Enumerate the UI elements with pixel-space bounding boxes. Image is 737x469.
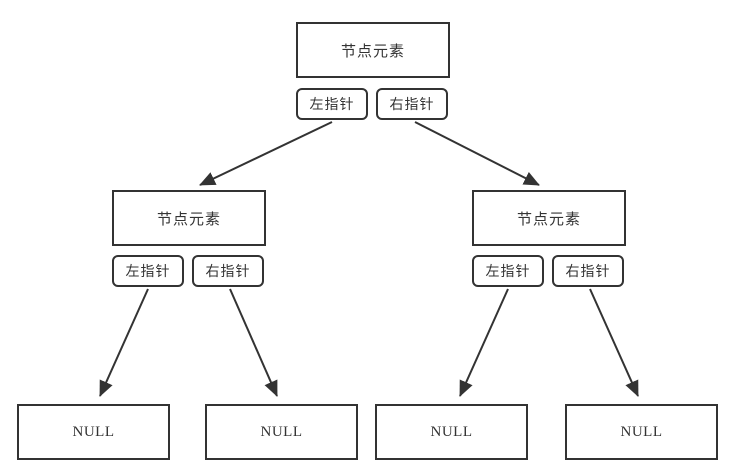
left-child-element-label: 节点元素 <box>156 211 221 228</box>
null-leaf-4-label: NULL <box>620 423 663 440</box>
root-node-element-box: 节点元素 <box>296 22 450 78</box>
right-child-element-label: 节点元素 <box>516 211 581 228</box>
root-right-pointer-label: 右指针 <box>389 98 435 113</box>
root-right-pointer-box: 右指针 <box>376 88 448 120</box>
null-leaf-3-label: NULL <box>430 423 473 440</box>
root-left-pointer-label: 左指针 <box>309 98 355 113</box>
arrow-rightchild-left-to-null3 <box>459 288 509 397</box>
arrow-leftchild-right-to-null2 <box>229 288 278 397</box>
right-child-left-pointer-label: 左指针 <box>485 265 531 280</box>
arrow-root-right-to-right-child <box>414 121 540 186</box>
arrow-leftchild-left-to-null1 <box>99 288 149 397</box>
null-leaf-2: NULL <box>205 404 358 460</box>
null-leaf-1: NULL <box>17 404 170 460</box>
null-leaf-1-label: NULL <box>72 423 115 440</box>
left-child-left-pointer-label: 左指针 <box>125 265 171 280</box>
null-leaf-4: NULL <box>565 404 718 460</box>
right-child-right-pointer-box: 右指针 <box>552 255 624 287</box>
right-child-right-pointer-label: 右指针 <box>565 265 611 280</box>
left-child-right-pointer-box: 右指针 <box>192 255 264 287</box>
right-child-left-pointer-box: 左指针 <box>472 255 544 287</box>
left-child-right-pointer-label: 右指针 <box>205 265 251 280</box>
arrow-rightchild-right-to-null4 <box>589 288 639 397</box>
arrow-root-left-to-left-child <box>199 121 333 186</box>
null-leaf-3: NULL <box>375 404 528 460</box>
root-left-pointer-box: 左指针 <box>296 88 368 120</box>
right-child-element-box: 节点元素 <box>472 190 626 246</box>
null-leaf-2-label: NULL <box>260 423 303 440</box>
left-child-left-pointer-box: 左指针 <box>112 255 184 287</box>
left-child-element-box: 节点元素 <box>112 190 266 246</box>
root-node-element-label: 节点元素 <box>340 43 405 60</box>
